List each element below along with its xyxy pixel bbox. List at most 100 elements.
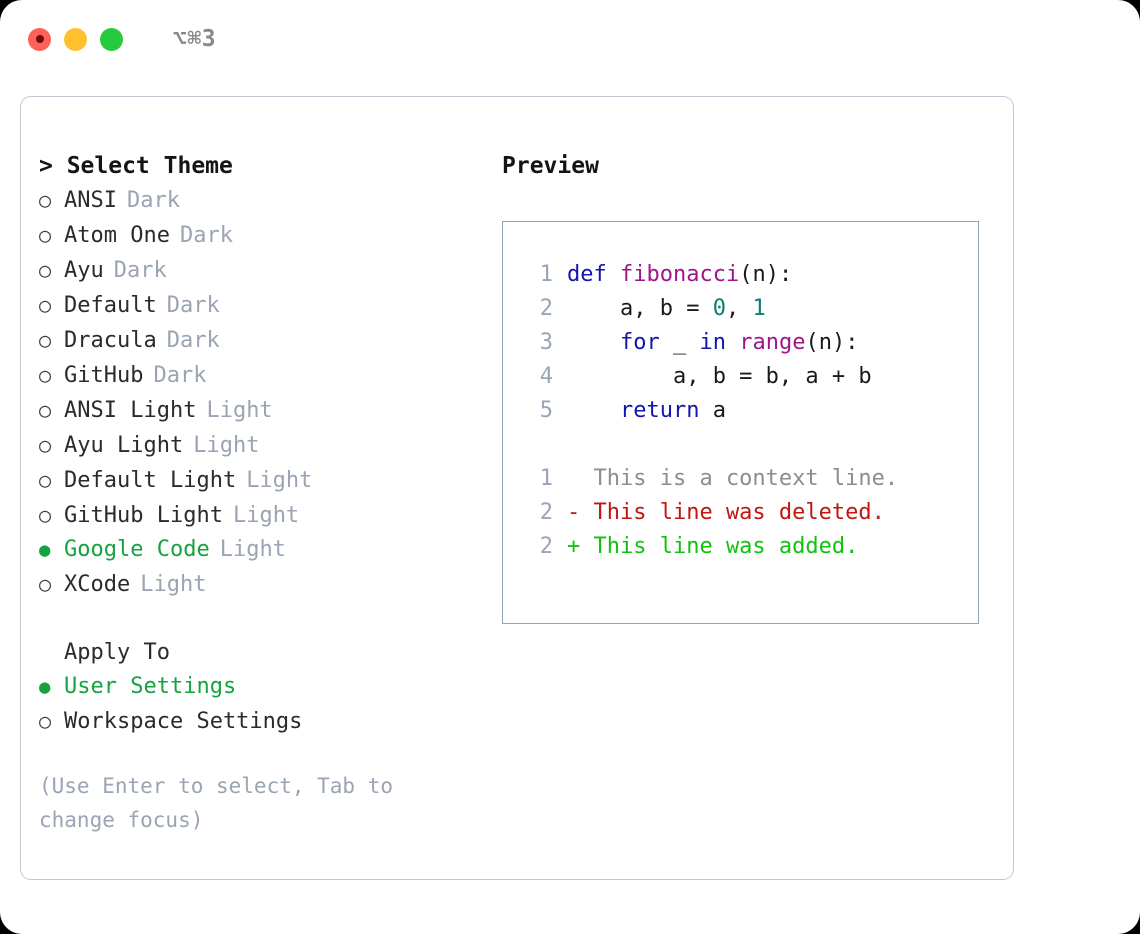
code-line: 3 for _ in range(n): [503,326,978,360]
line-number: 3 [539,330,553,355]
theme-option-label: Atom One [64,223,170,248]
traffic-lights [28,27,123,51]
radio-unselected-icon: ○ [39,328,52,352]
token-pln: _ [659,330,700,355]
theme-option-row[interactable]: ○ ANSI Dark [39,183,489,218]
diff-sample: 1 This is a context line.2- This line wa… [503,462,978,564]
apply-to-option-label: User Settings [64,674,237,699]
theme-option-row[interactable]: ○ GitHub Light Light [39,498,489,533]
theme-option-variant: Light [193,433,260,458]
token-pln [567,330,620,355]
theme-option-label: Default Light [64,468,237,493]
line-content: a, b = 0, 1 [567,292,766,326]
token-pln: a, b = [567,296,713,321]
radio-unselected-icon: ○ [39,503,52,527]
token-pln [726,330,739,355]
theme-option-variant: Dark [126,188,180,213]
maximize-button[interactable] [100,27,123,51]
line-content: for _ in range(n): [567,326,858,360]
theme-option-label: Default [64,293,157,318]
apply-to-header: Apply To [64,640,170,665]
apply-to-option-label: Workspace Settings [64,709,303,734]
theme-option-label: GitHub [64,363,144,388]
apply-to-option-row[interactable]: ● User Settings [39,670,489,704]
token-num: 1 [752,296,766,321]
token-pln: (n): [805,330,859,355]
token-pln: , [725,296,753,321]
radio-selected-icon: ● [39,539,51,561]
theme-option-row[interactable]: ○ Default Light Light [39,463,489,498]
radio-unselected-icon: ○ [39,468,52,492]
line-content: + This line was added. [567,530,858,564]
line-content: This is a context line. [567,462,898,496]
theme-option-row[interactable]: ○ Dracula Dark [39,323,489,358]
close-button[interactable] [28,27,51,51]
theme-option-variant: Light [232,503,300,528]
theme-option-variant: Light [206,398,273,423]
theme-option-label: XCode [64,572,131,597]
theme-option-label: Dracula [64,328,157,353]
radio-unselected-icon: ○ [39,293,52,317]
theme-option-row[interactable]: ○ Ayu Dark [39,253,489,288]
token-kw: for [619,330,660,355]
radio-selected-icon: ● [39,676,51,698]
close-active-dot [35,35,44,43]
radio-unselected-icon: ○ [39,433,52,457]
theme-option-label: ANSI [64,188,117,213]
theme-option-label: GitHub Light [64,503,223,528]
minimize-button[interactable] [64,27,87,51]
theme-option-variant: Dark [153,363,207,388]
token-del: - This line was deleted. [567,500,885,525]
token-fn: range [739,330,806,355]
preview-title: Preview [502,153,599,179]
code-line: 5 return a [503,394,978,428]
diff-line: 2 - This line was deleted. [503,496,978,530]
radio-unselected-icon: ○ [39,398,52,422]
token-pln: (n): [739,262,793,287]
code-line: 4 a, b = b, a + b [503,360,978,394]
theme-option-variant: Light [246,468,313,493]
token-ctx: This is a context line. [567,466,899,491]
token-fn: fibonacci [619,262,740,287]
token-kw: return [619,398,700,423]
theme-option-variant: Dark [166,293,220,318]
line-number: 2 [539,500,553,525]
theme-option-variant: Light [219,537,286,562]
keyboard-hint-text: (Use Enter to select, Tab to change focu… [39,774,394,832]
line-number: 2 [539,534,553,559]
token-pln: a [699,398,726,423]
apply-to-option-list: ● User Settings ○Workspace Settings [39,670,489,739]
theme-option-label: Ayu Light [64,433,184,458]
theme-option-variant: Dark [166,328,220,353]
theme-option-row[interactable]: ○ Default Dark [39,288,489,323]
title-bar: ⌥⌘3 [0,0,1140,78]
token-pln [567,398,620,423]
radio-unselected-icon: ○ [39,363,52,387]
line-content: return a [567,394,726,428]
token-pln: a, b = b, a + b [567,364,872,389]
line-content: - This line was deleted. [567,496,885,530]
line-number: 1 [539,262,553,287]
apply-to-option-row[interactable]: ○Workspace Settings [39,704,489,739]
token-kw: in [699,330,726,355]
token-add: + This line was added. [567,534,859,559]
theme-option-variant: Dark [179,223,233,248]
radio-unselected-icon: ○ [39,188,52,212]
theme-option-variant: Dark [113,258,167,283]
line-number: 2 [539,296,553,321]
theme-option-row[interactable]: ○ Ayu Light Light [39,428,489,463]
list-spacer [39,602,489,636]
radio-unselected-icon: ○ [39,258,52,282]
theme-option-row[interactable]: ○ GitHub Dark [39,358,489,393]
theme-option-label: Ayu [64,258,104,283]
